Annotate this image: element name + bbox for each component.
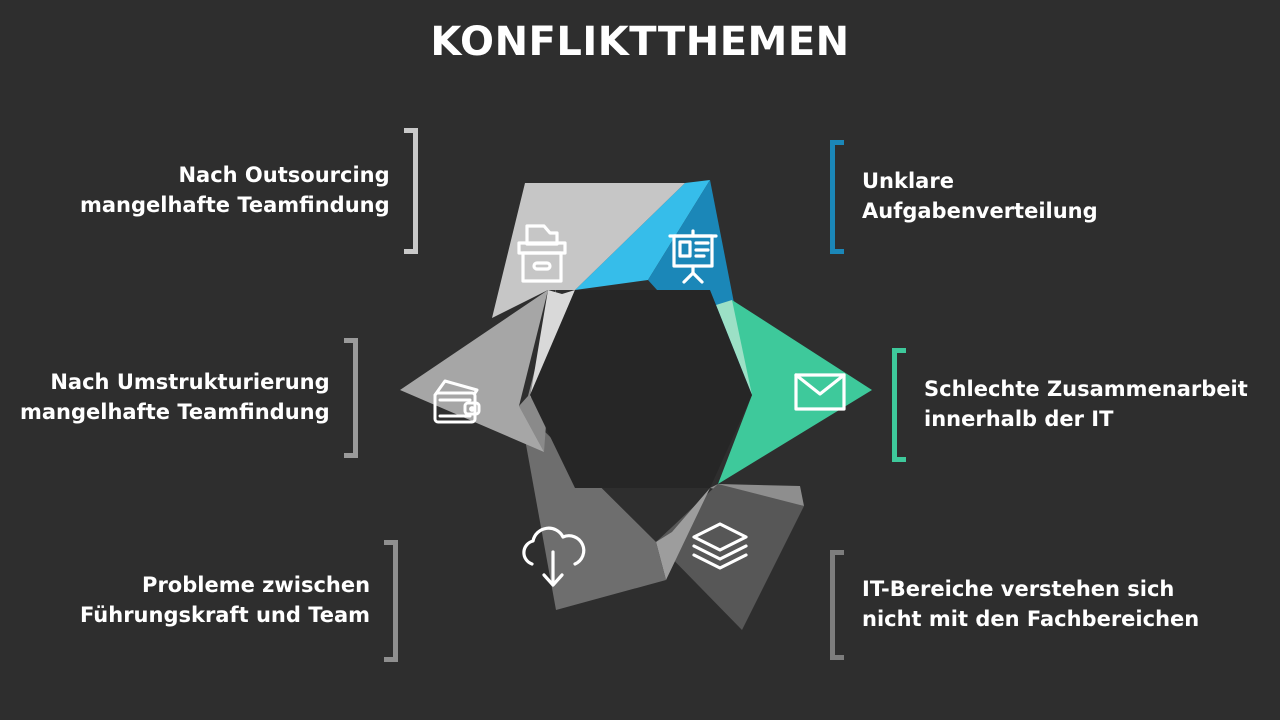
callout-probleme-fuehrungskraft-bracket xyxy=(384,540,399,662)
pinwheel-diagram xyxy=(380,150,900,640)
blade-wallet[interactable] xyxy=(400,288,556,452)
callout-nach-umstrukturierung-bracket xyxy=(343,338,358,458)
page-title: KONFLIKTTHEMEN xyxy=(430,19,850,65)
callout-nach-umstrukturierung-label: Nach Umstrukturierung mangelhafte Teamfi… xyxy=(20,370,330,424)
wallet-card-icon xyxy=(433,379,481,424)
callout-unklare-aufgabenverteilung[interactable]: Unklare Aufgabenverteilung xyxy=(830,140,1190,254)
envelope-icon xyxy=(794,373,846,411)
archive-box-icon xyxy=(517,224,567,283)
callout-schlechte-zusammenarbeit[interactable]: Schlechte Zusammenarbeit innerhalb der I… xyxy=(892,348,1252,462)
blade-layers-main xyxy=(656,484,804,630)
callout-probleme-fuehrungskraft-label: Probleme zwischen Führungskraft und Team xyxy=(80,573,371,627)
blade-cloud-flap xyxy=(656,488,710,580)
blade-wallet-main xyxy=(400,290,548,452)
callout-schlechte-zusammenarbeit-bracket xyxy=(892,348,906,462)
callout-it-bereiche-fachbereiche[interactable]: IT-Bereiche verstehen sich nicht mit den… xyxy=(830,550,1220,660)
callout-unklare-aufgabenverteilung-label: Unklare Aufgabenverteilung xyxy=(862,169,1098,223)
blade-envelope[interactable] xyxy=(716,300,872,484)
blade-presentation-flap xyxy=(575,180,710,290)
callout-probleme-fuehrungskraft[interactable]: Probleme zwischen Führungskraft und Team xyxy=(80,540,445,662)
callout-it-bereiche-fachbereiche-bracket xyxy=(830,550,844,660)
pinwheel-svg xyxy=(400,180,872,630)
blade-cloud[interactable] xyxy=(519,406,710,610)
callout-nach-outsourcing-label: Nach Outsourcing mangelhafte Teamfindung xyxy=(80,163,390,217)
callout-unklare-aufgabenverteilung-bracket xyxy=(830,140,844,254)
blade-cloud-main xyxy=(519,406,666,610)
pinwheel-center-hub xyxy=(530,290,752,488)
blade-layers[interactable] xyxy=(656,484,804,630)
callout-it-bereiche-fachbereiche-label: IT-Bereiche verstehen sich nicht mit den… xyxy=(862,577,1200,631)
callout-nach-umstrukturierung[interactable]: Nach Umstrukturierung mangelhafte Teamfi… xyxy=(20,338,380,458)
callout-nach-outsourcing[interactable]: Nach Outsourcing mangelhafte Teamfindung xyxy=(80,128,440,254)
layers-stack-icon xyxy=(692,522,748,570)
presentation-board-icon xyxy=(668,229,718,284)
cloud-download-icon xyxy=(522,526,586,587)
callout-schlechte-zusammenarbeit-label: Schlechte Zusammenarbeit innerhalb der I… xyxy=(924,377,1248,431)
blade-archive-main xyxy=(492,183,685,318)
callout-nach-outsourcing-bracket xyxy=(403,128,418,254)
